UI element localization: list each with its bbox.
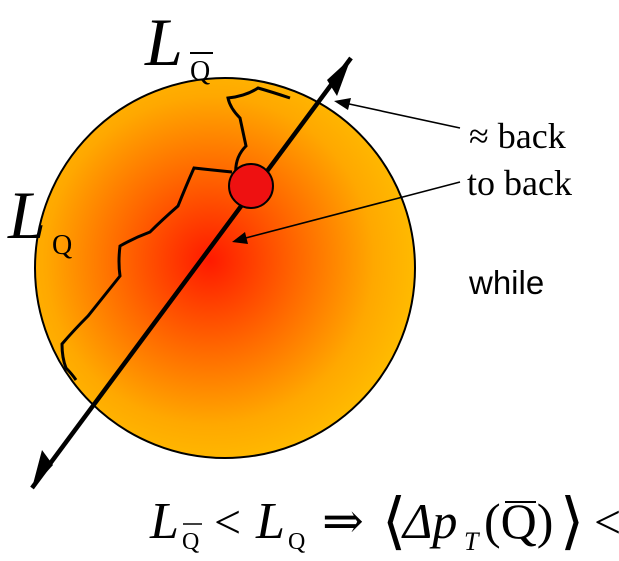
back-to-back-line1: ≈ back [469, 116, 566, 156]
quark-trajectory-line [30, 56, 353, 490]
brace-l-qbar [226, 86, 291, 177]
while-text: while [468, 264, 544, 301]
trajectory-arrowhead-bottom [32, 450, 53, 488]
formula: L Q < L Q ⇒ ⟨ Δp T (Q) ⟩ < [149, 488, 619, 556]
formula-lhs-main: L [149, 493, 179, 550]
quark-creation-point [228, 163, 274, 209]
fireball-medium [34, 77, 416, 459]
label-l-qbar-sub: Q [190, 56, 210, 87]
formula-rangle: ⟩ [560, 488, 584, 556]
formula-delta-p: Δp [401, 493, 457, 549]
trajectory-arrowhead-top [327, 58, 351, 96]
formula-rhs-sub: Q [288, 529, 305, 555]
brace-l-q [60, 166, 233, 381]
formula-langle: ⟨ [382, 488, 406, 556]
formula-implies: ⇒ [322, 493, 364, 549]
label-l-qbar-main: L [144, 4, 183, 80]
formula-lt: < [214, 496, 241, 549]
formula-trailing: < [594, 496, 619, 549]
label-l-q-sub: Q [52, 230, 72, 261]
back-to-back-arrow-lower [237, 181, 461, 241]
formula-quark: (Q) [484, 493, 553, 549]
back-to-back-arrow-upper [339, 101, 461, 129]
label-l-qbar: L Q [144, 4, 213, 87]
label-l-q-main: L [7, 177, 46, 253]
label-l-q: L Q [7, 177, 72, 261]
back-to-back-arrowhead-lower [232, 232, 248, 244]
formula-rhs-main: L [255, 493, 285, 550]
back-to-back-line2: to back [467, 163, 572, 203]
formula-subscript-t: T [464, 527, 480, 556]
formula-lhs-sub: Q [182, 529, 199, 555]
back-to-back-arrowhead-upper [334, 98, 351, 110]
